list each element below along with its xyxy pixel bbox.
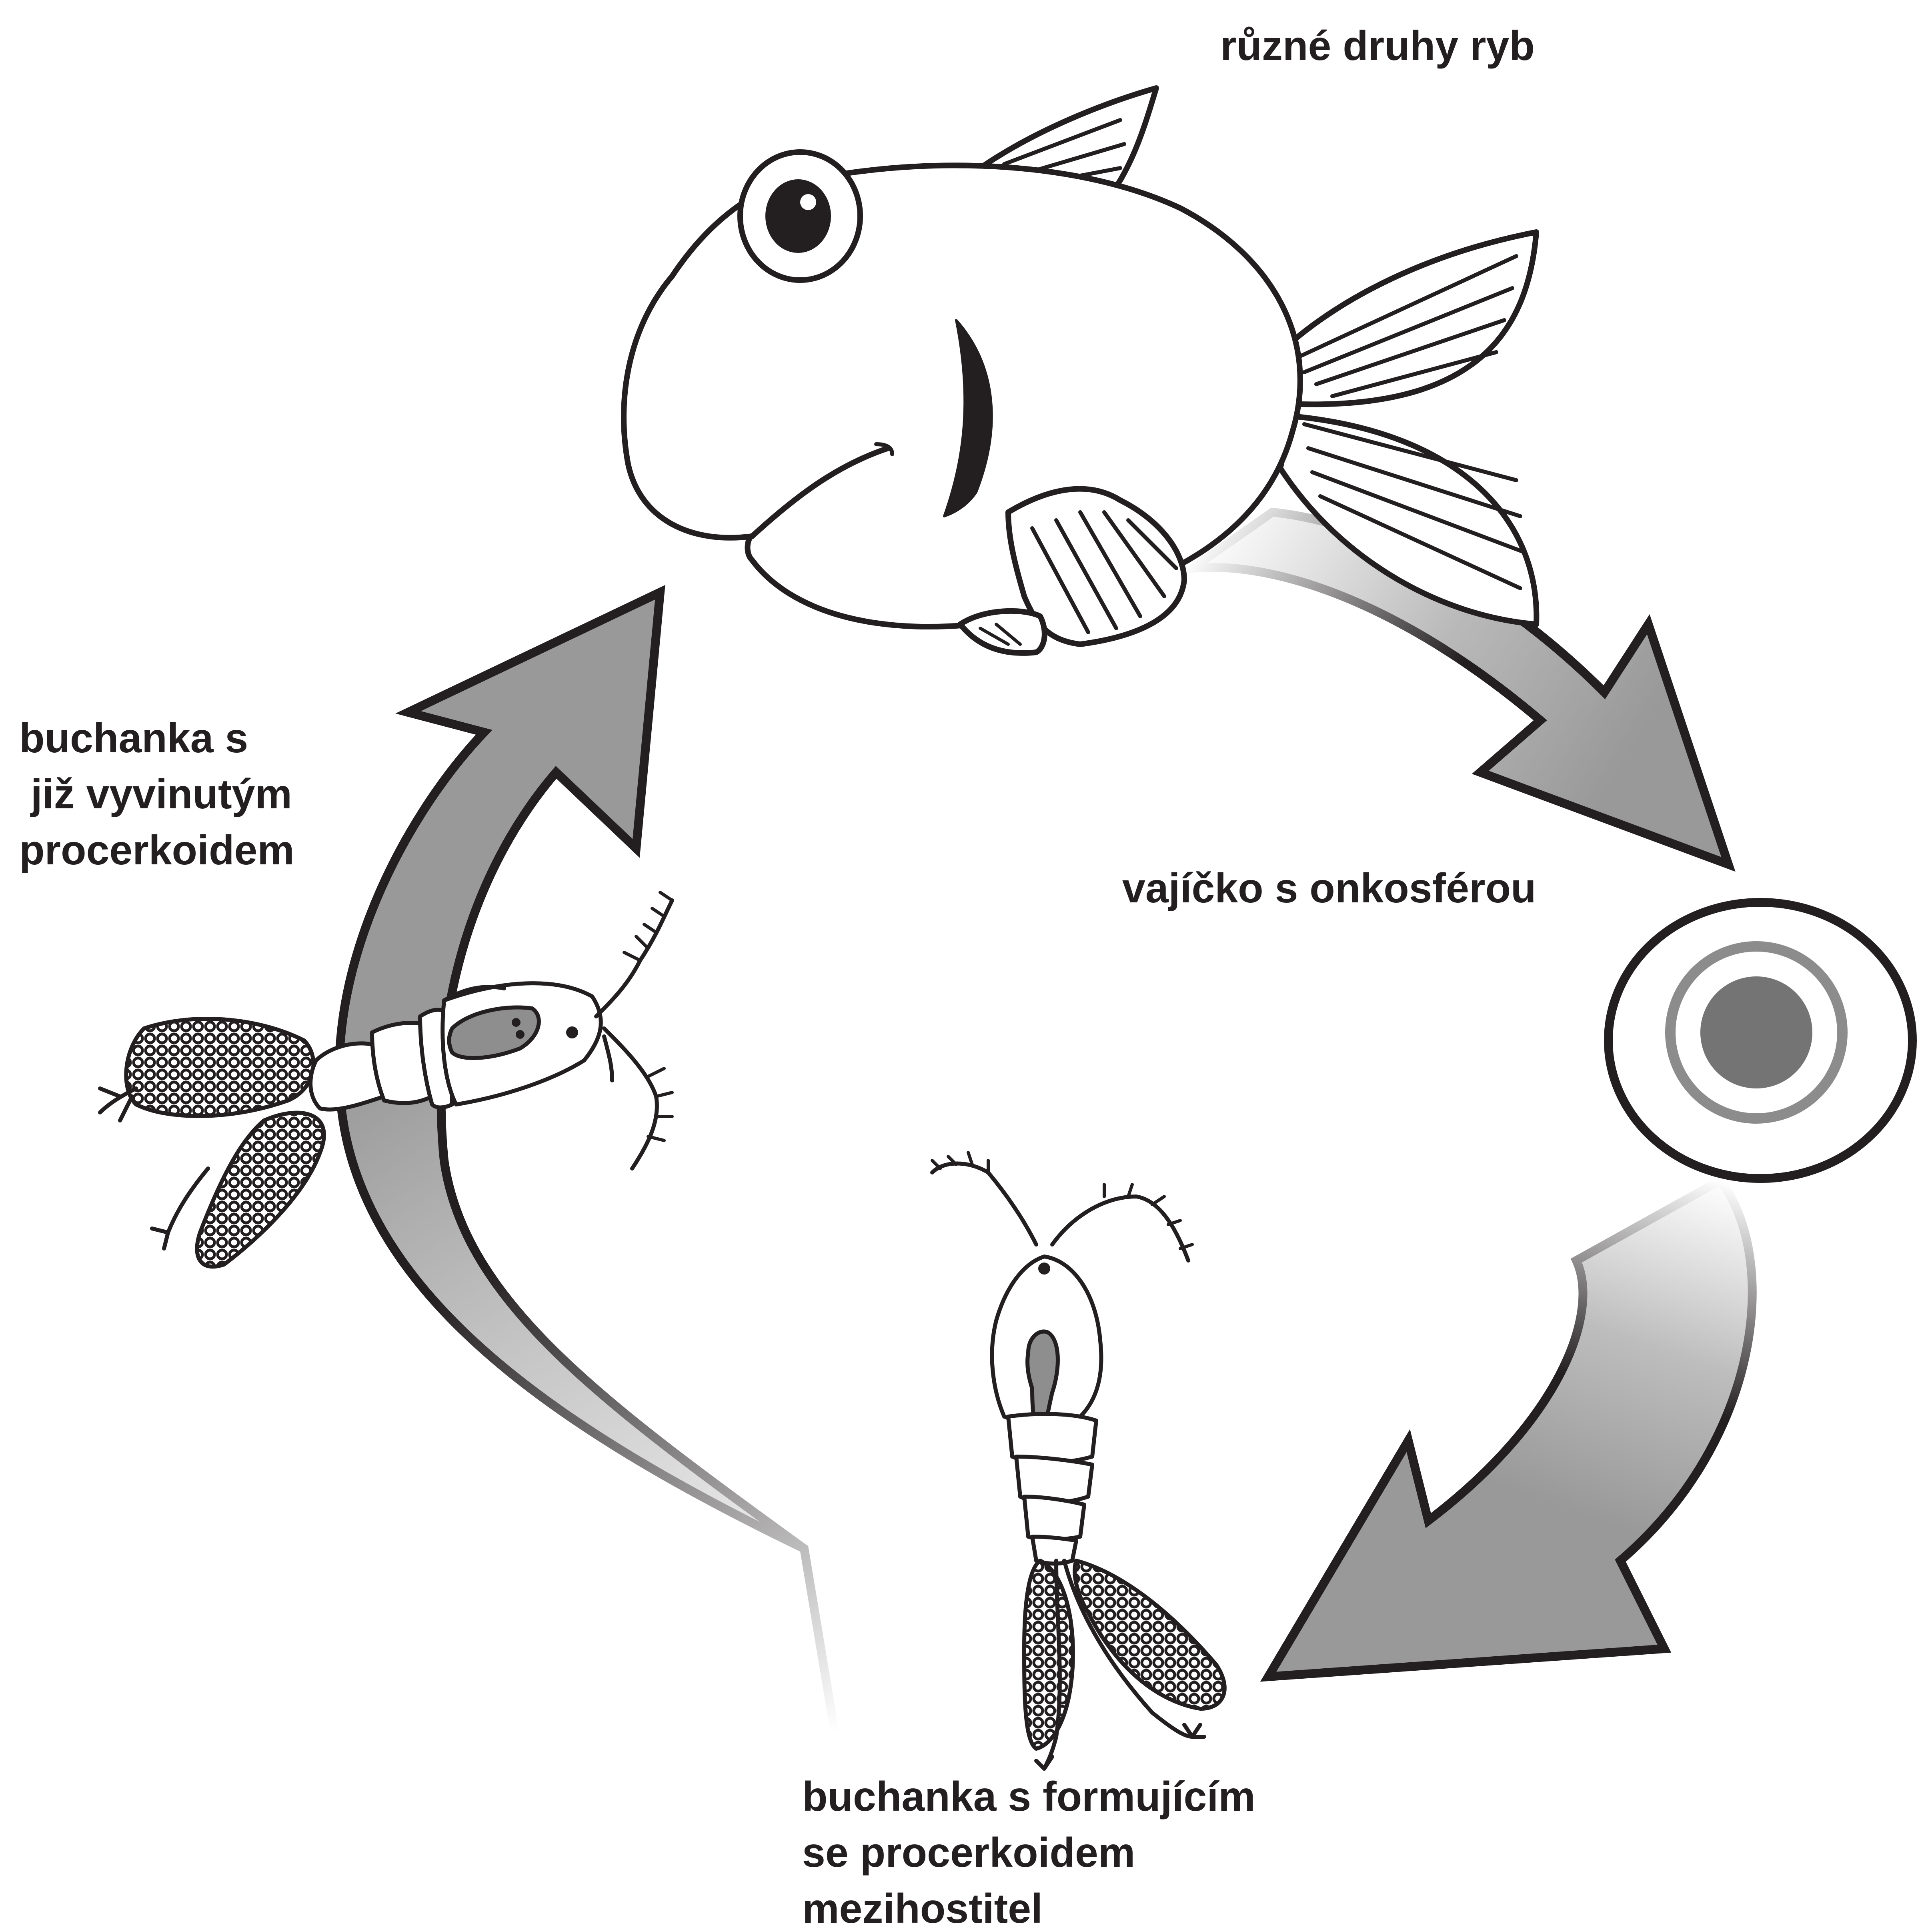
arrow-egg-to-copepod	[1268, 1180, 1752, 1677]
label-copepod-developed-3: procerkoidem	[19, 827, 294, 874]
label-egg: vajíčko s onkosférou	[1122, 865, 1536, 912]
label-copepod-forming-1: buchanka s formujícím	[802, 1774, 1255, 1820]
label-copepod-developed-2: již vyvinutým	[19, 771, 292, 818]
egg-icon	[1608, 902, 1912, 1178]
label-copepod-developed-1: buchanka s	[19, 715, 248, 762]
fish-icon	[624, 88, 1536, 653]
arrow-copepod-to-fish	[339, 592, 836, 1741]
copepod-forming-icon	[932, 1152, 1225, 1769]
label-copepod-forming-2: se procerkoidem	[802, 1830, 1135, 1876]
label-copepod-forming-3: mezihostitel	[802, 1886, 1043, 1932]
label-fish: různé druhy ryb	[1220, 23, 1535, 69]
